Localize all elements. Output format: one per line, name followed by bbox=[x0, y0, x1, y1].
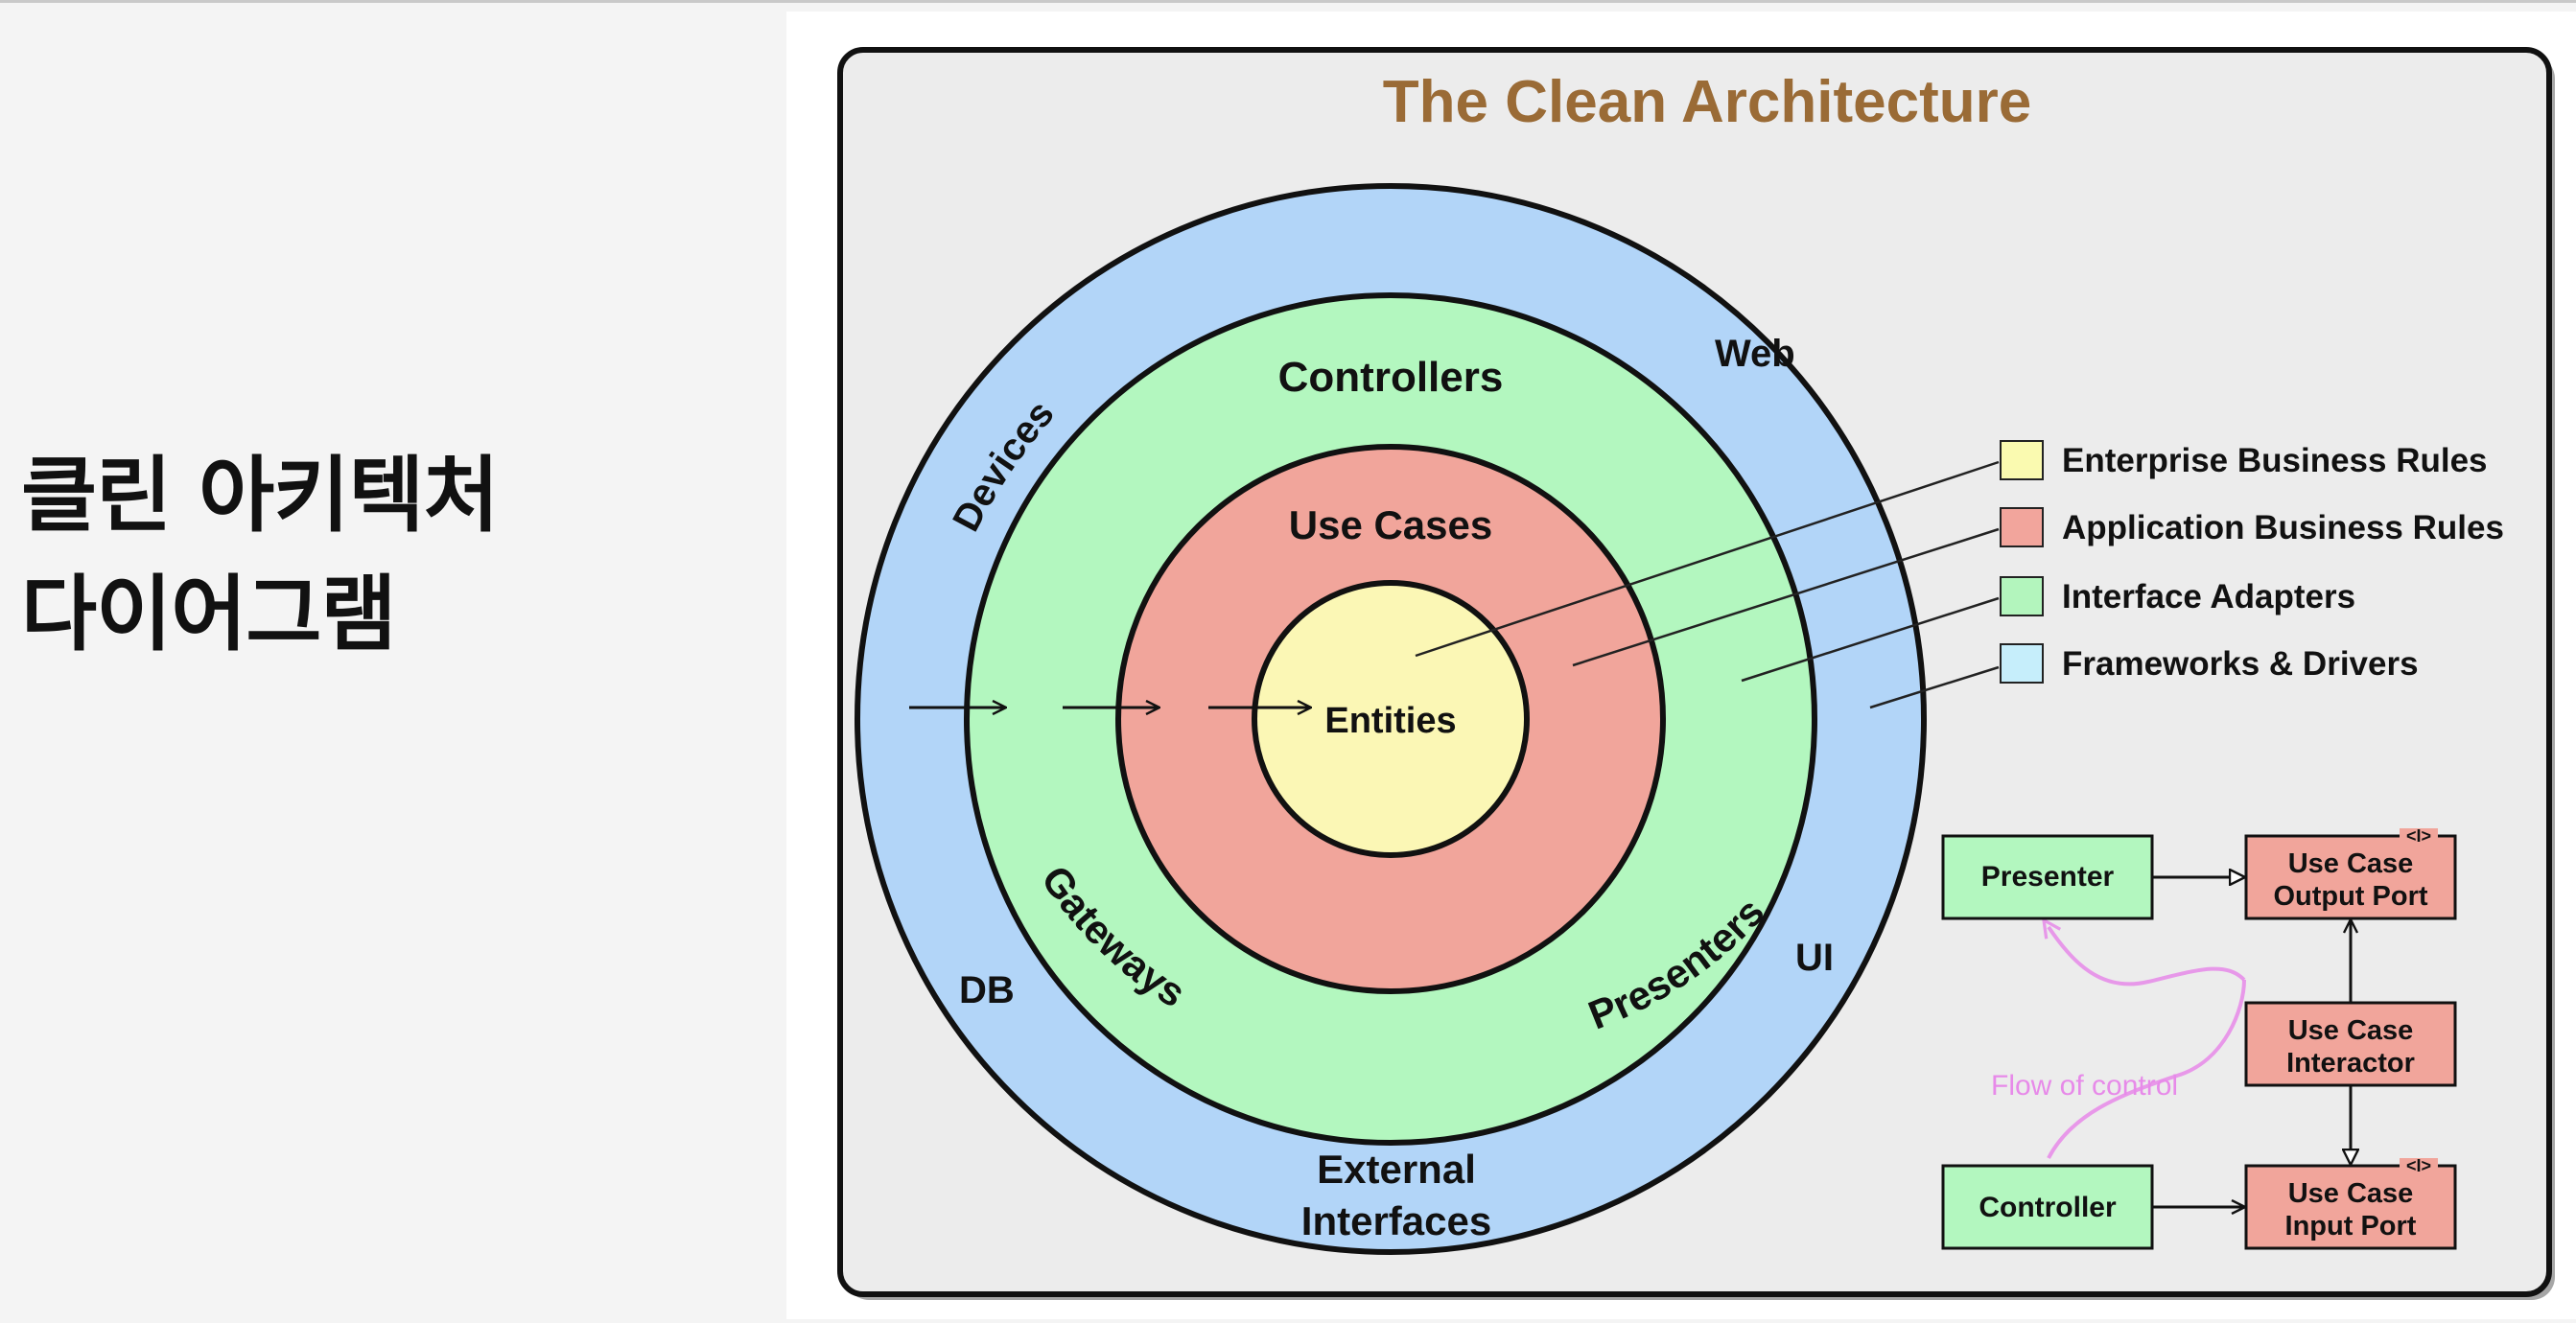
ui-label: UI bbox=[1795, 937, 1834, 979]
flow-curve-upper bbox=[2049, 927, 2246, 986]
controller-box bbox=[1941, 1164, 2154, 1250]
page-title-line-2: 다이어그램 bbox=[21, 567, 397, 662]
output-port-marker-bg bbox=[2400, 828, 2438, 844]
db-label: DB bbox=[959, 969, 1015, 1011]
clean-architecture-figure: The Clean Architecture Devices Web UI DB… bbox=[786, 12, 2576, 1319]
interactor-label-line-1: Use Case bbox=[2288, 1015, 2414, 1046]
legend: Enterprise Business Rules Application Bu… bbox=[2000, 440, 2504, 684]
leader-line-frameworks bbox=[1869, 665, 2000, 709]
leader-line-adapters bbox=[1741, 596, 2000, 683]
legend-swatch-frameworks bbox=[2000, 643, 2044, 684]
output-port-box bbox=[2244, 834, 2457, 920]
output-port-label-line-1: Use Case bbox=[2288, 848, 2414, 879]
use-cases-label: Use Cases bbox=[1289, 502, 1492, 547]
output-port-interface-marker: <I> bbox=[2406, 826, 2431, 846]
legend-label-adapters: Interface Adapters bbox=[2062, 578, 2355, 615]
flow-curve-lower bbox=[2047, 979, 2246, 1159]
page-title: 클린 아키텍처 다이어그램 bbox=[21, 436, 500, 674]
interfaces-label: Interfaces bbox=[1301, 1198, 1491, 1243]
entities-circle bbox=[1252, 580, 1530, 858]
presenter-box bbox=[1941, 834, 2154, 920]
input-port-marker-bg bbox=[2400, 1158, 2438, 1173]
input-port-box bbox=[2244, 1164, 2457, 1250]
input-port-interface-marker: <I> bbox=[2406, 1156, 2431, 1175]
leader-line-use-cases bbox=[1572, 527, 2000, 667]
top-divider bbox=[0, 0, 2576, 3]
web-label: Web bbox=[1715, 333, 1795, 375]
external-label: External bbox=[1317, 1147, 1476, 1192]
interactor-label-line-2: Interactor bbox=[2286, 1048, 2415, 1079]
legend-swatch-adapters bbox=[2000, 576, 2044, 616]
entities-label: Entities bbox=[1324, 701, 1456, 741]
legend-swatch-application bbox=[2000, 507, 2044, 547]
diagram-title: The Clean Architecture bbox=[1383, 69, 2031, 135]
clean-architecture-diagram: The Clean Architecture Devices Web UI DB… bbox=[837, 47, 2555, 1300]
page-title-line-1: 클린 아키텍처 bbox=[21, 448, 500, 544]
input-port-label-line-2: Input Port bbox=[2285, 1211, 2417, 1242]
output-port-label-line-2: Output Port bbox=[2273, 881, 2427, 912]
flow-of-control-diagram: Flow of control Presenter Use Case Outpu… bbox=[1941, 826, 2457, 1250]
controller-label: Controller bbox=[1979, 1192, 2117, 1223]
legend-swatch-enterprise bbox=[2000, 440, 2044, 480]
flow-of-control-label: Flow of control bbox=[1991, 1070, 2178, 1102]
controllers-label: Controllers bbox=[1278, 354, 1504, 401]
legend-label-enterprise: Enterprise Business Rules bbox=[2062, 442, 2488, 479]
leader-line-entities bbox=[1415, 460, 2000, 658]
presenter-label: Presenter bbox=[1981, 861, 2115, 893]
legend-label-application: Application Business Rules bbox=[2062, 509, 2504, 546]
input-port-label-line-1: Use Case bbox=[2288, 1178, 2414, 1209]
legend-label-frameworks: Frameworks & Drivers bbox=[2062, 645, 2419, 683]
